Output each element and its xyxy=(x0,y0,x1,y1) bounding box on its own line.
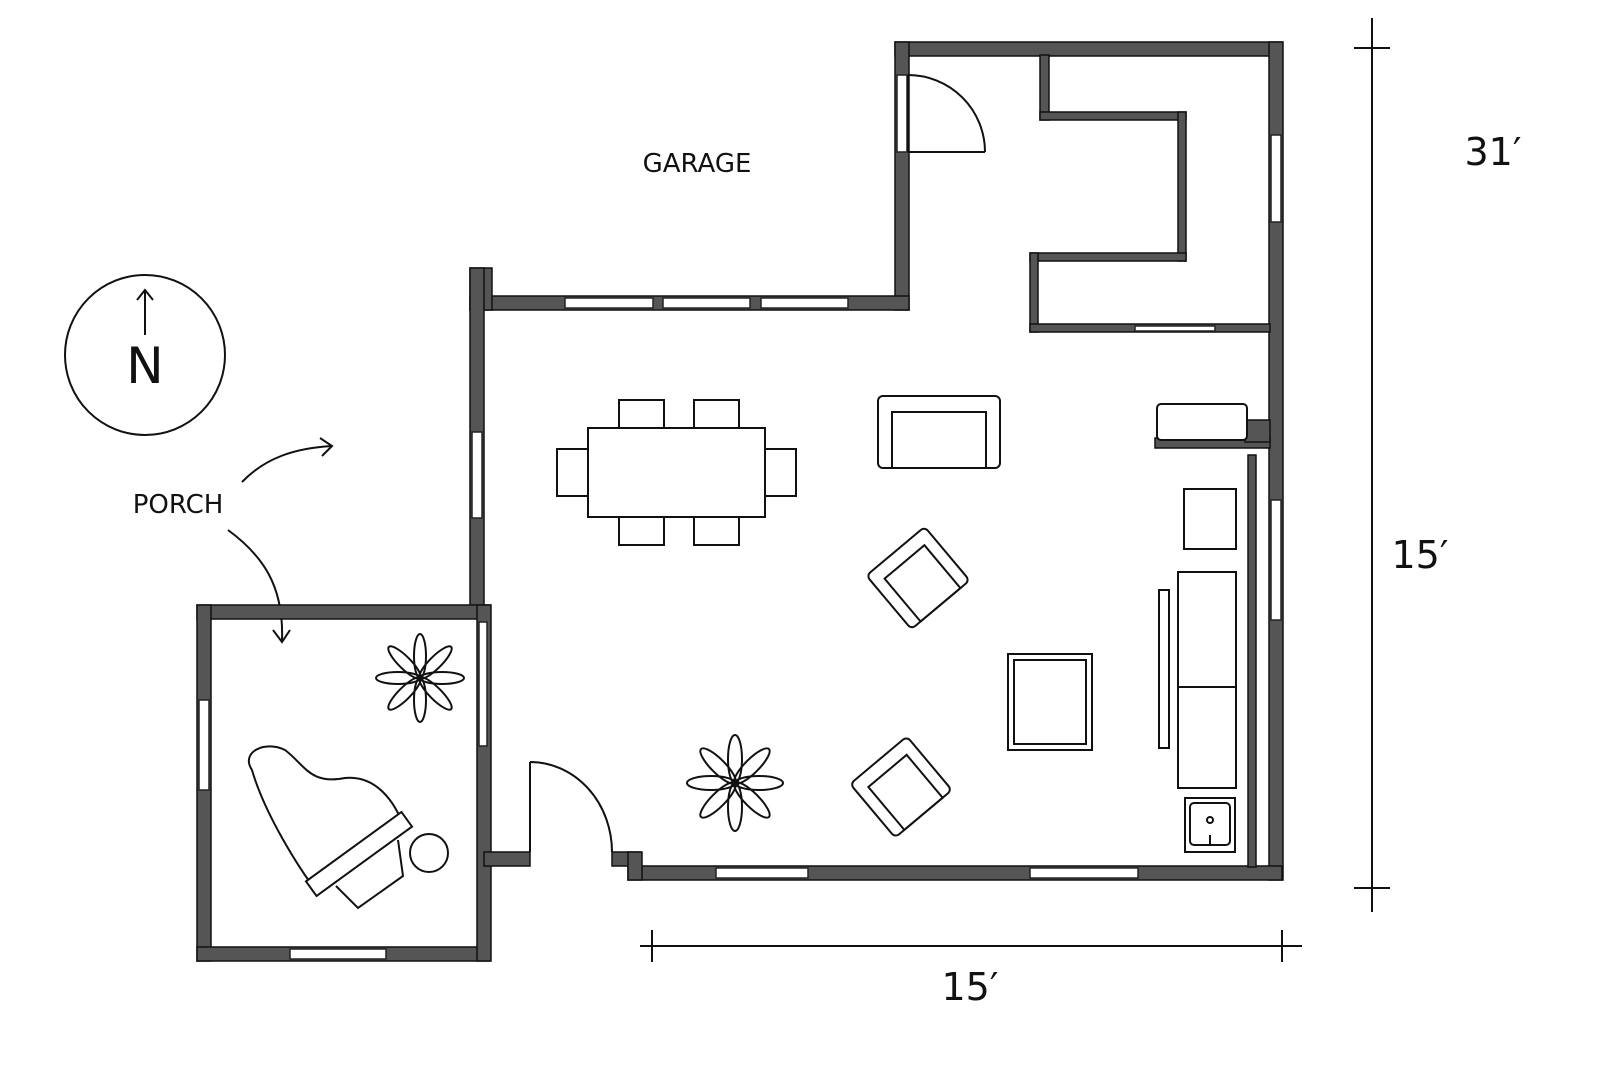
entry-arrows xyxy=(227,437,334,644)
kitchen xyxy=(1156,403,1248,853)
dimension-vertical: 31′ 15′ xyxy=(1354,18,1521,912)
grand-piano xyxy=(248,745,449,910)
porch-label: PORCH xyxy=(133,490,224,520)
loveseat xyxy=(877,395,1001,469)
dimension-main-width: 15′ xyxy=(942,965,999,1009)
dimension-total-height: 31′ xyxy=(1465,130,1522,174)
dimension-main-height: 15′ xyxy=(1392,533,1449,577)
armchair xyxy=(867,527,969,629)
dining-table xyxy=(556,399,797,546)
doors xyxy=(529,74,986,853)
plant-icon xyxy=(375,633,465,723)
armchair xyxy=(851,737,951,837)
windows xyxy=(198,74,1282,960)
north-compass: N xyxy=(64,274,226,436)
dimension-horizontal: 15′ xyxy=(640,930,1302,1009)
plant-icon xyxy=(686,734,784,832)
coffee-table xyxy=(1007,653,1093,751)
north-label: N xyxy=(126,337,163,395)
garage-label: GARAGE xyxy=(643,149,752,179)
piano-stool xyxy=(409,833,449,873)
